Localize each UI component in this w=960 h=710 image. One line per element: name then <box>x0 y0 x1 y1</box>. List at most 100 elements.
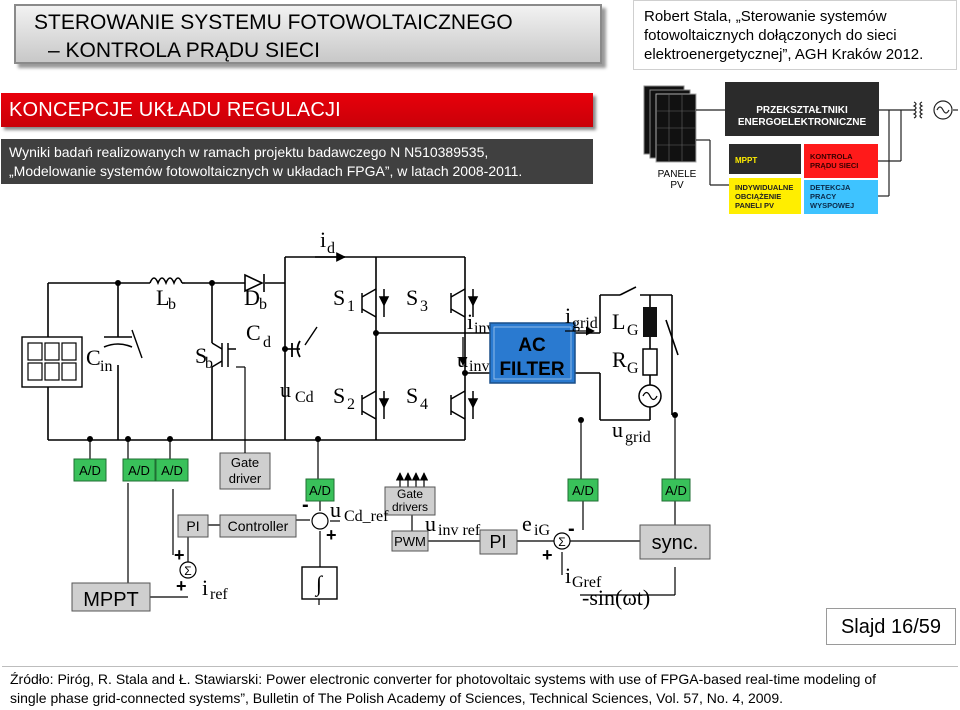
pi-block-2 <box>479 529 518 555</box>
capacitor-cd-icon <box>291 340 301 358</box>
reference-text: Robert Stala, „Sterowanie systemów fotow… <box>644 8 924 63</box>
label-igrid-sub: grid <box>572 315 598 332</box>
minus-2: - <box>568 518 575 540</box>
resistor-rg-icon <box>642 348 658 376</box>
label-s4: S <box>406 383 418 408</box>
ad-label-3: A/D <box>161 463 183 478</box>
label-sb: S <box>195 343 207 368</box>
igbt-s1-icon <box>361 288 390 318</box>
results-line-2: „Modelowanie systemów fotowoltaicznych w… <box>9 163 523 179</box>
plus-4: + <box>542 545 553 565</box>
panels-label-2: PV <box>670 180 684 191</box>
integral-label: ∫ <box>314 571 324 597</box>
source-citation: Źródło: Piróg, R. Stala and Ł. Stawiarsk… <box>2 666 958 710</box>
label-cd: C <box>246 320 261 345</box>
summing-junction-icon <box>179 512 571 579</box>
circuit-schematic: L b D b i d C in S b C d u Cd <box>21 227 711 612</box>
controller-block <box>219 514 297 538</box>
power-wires <box>47 256 673 441</box>
label-s2: S <box>333 383 345 408</box>
cin-switch-icon <box>131 329 143 359</box>
gate-driver-block <box>219 452 271 490</box>
sigma-label-1: Σ <box>184 564 191 578</box>
label-ugrid: u <box>612 417 623 442</box>
panels-label-1: PANELE <box>658 169 697 180</box>
gate-driver-label-2: driver <box>229 471 262 486</box>
pi-block-1 <box>177 514 209 538</box>
source-line-1: Źródło: Piróg, R. Stala and Ł. Stawiarsk… <box>10 671 877 687</box>
label-ucd-sub: Cd <box>295 389 314 406</box>
gate-drivers-block <box>384 486 436 516</box>
label-s1-sub: 1 <box>347 298 355 315</box>
pv-panels-icon <box>643 85 697 163</box>
label-cin-sub: in <box>100 358 112 375</box>
label-id-sub: d <box>327 240 335 257</box>
label-ucdref-sub: Cd_ref <box>344 508 389 525</box>
load-block <box>729 178 801 214</box>
block-diagram-wires <box>696 109 958 197</box>
pwm-label: PWM <box>394 534 426 549</box>
label-ucd: u <box>280 377 291 402</box>
ad-converters <box>73 458 691 502</box>
reference-box: Robert Stala, „Sterowanie systemów fotow… <box>633 0 957 70</box>
label-lb-sub: b <box>168 296 176 313</box>
results-line-1: Wyniki badań realizowanych w ramach proj… <box>9 144 489 160</box>
ac-filter-block <box>489 322 576 384</box>
minus-1: - <box>302 494 309 516</box>
ac-filter-label-1: AC <box>518 335 546 356</box>
load-label-1: INDYWIDUALNE <box>735 183 793 192</box>
converter-label-2: ENERGOELEKTRONICZNE <box>738 117 867 128</box>
ad-label-1: A/D <box>79 463 101 478</box>
label-db-sub: b <box>259 296 267 313</box>
gate-driver-label-1: Gate <box>231 455 259 470</box>
island-detection-block <box>804 180 878 214</box>
grid-switch-icon <box>619 286 679 356</box>
load-label-3: PANELI PV <box>735 201 774 210</box>
label-cin: C <box>86 345 101 370</box>
label-igref-sub: Gref <box>572 574 602 591</box>
plus-3: + <box>326 525 337 545</box>
ad-label-6: A/D <box>665 483 687 498</box>
igbt-s2-icon <box>361 390 390 420</box>
results-note: Wyniki badań realizowanych w ramach proj… <box>1 139 593 184</box>
grid-control-label-1: KONTROLA <box>810 152 853 161</box>
slide-title: STEROWANIE SYSTEMU FOTOWOLTAICZNEGO – KO… <box>14 4 602 64</box>
block-diagram: PANELE PV PRZEKSZTAŁTNIKI ENERGOELEKTRON… <box>643 82 958 214</box>
slide-number: Slajd 16/59 <box>826 608 956 645</box>
label-rg-sub: G <box>627 360 639 377</box>
inductor-lg-icon <box>643 307 657 337</box>
grid-control-block <box>804 144 878 178</box>
label-s4-sub: 4 <box>420 396 428 413</box>
mppt-block <box>729 144 801 174</box>
ac-filter-label-2: FILTER <box>499 359 564 380</box>
igbt-s3-icon <box>450 288 479 318</box>
ad-label-4: A/D <box>309 483 331 498</box>
mppt-label: MPPT <box>83 589 139 611</box>
label-eig-sub: iG <box>534 522 550 539</box>
gate-drivers-label-1: Gate <box>397 487 423 501</box>
title-line-2: – KONTROLA PRĄDU SIECI <box>48 39 320 62</box>
controller-label: Controller <box>228 518 289 534</box>
label-lb: L <box>156 285 169 310</box>
capacitor-cin-icon <box>103 336 133 348</box>
label-ucdref: u <box>330 497 341 522</box>
sync-label: sync. <box>652 532 699 554</box>
label-iinv: i <box>467 309 473 334</box>
island-label-2: PRACY <box>810 192 836 201</box>
title-line-1: STEROWANIE SYSTEMU FOTOWOLTAICZNEGO <box>34 11 513 34</box>
plus-1: + <box>174 545 185 565</box>
plus-2: + <box>176 576 187 596</box>
section-heading: KONCEPCJE UKŁADU REGULACJI <box>1 93 593 127</box>
label-igrid: i <box>565 303 571 328</box>
converter-block <box>725 82 879 136</box>
label-uinvref-sub: inv ref <box>438 522 481 539</box>
pi-label-2: PI <box>489 532 506 552</box>
label-lg-sub: G <box>627 322 639 339</box>
label-lg: L <box>612 309 625 334</box>
integrator-block <box>301 566 338 600</box>
transformer-icon <box>912 101 924 119</box>
label-sb-sub: b <box>205 355 213 372</box>
label-db: D <box>244 285 260 310</box>
island-label-1: DETEKCJA <box>810 183 851 192</box>
inductor-lb-icon <box>149 277 183 286</box>
